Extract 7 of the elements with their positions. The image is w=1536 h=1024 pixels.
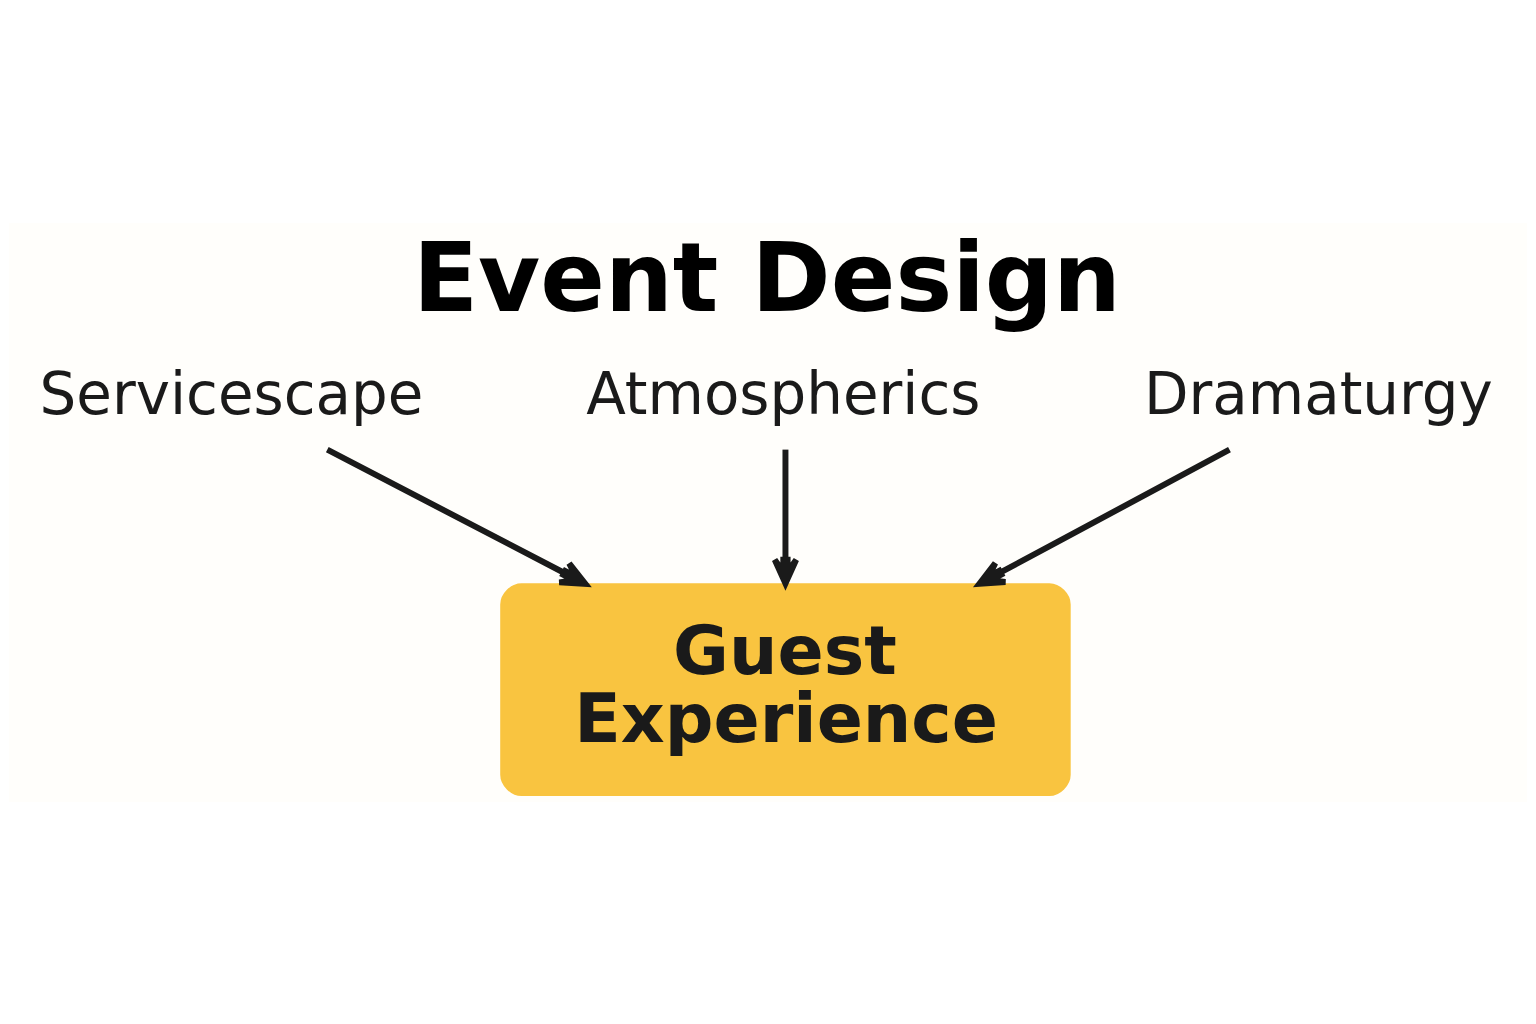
arrow bbox=[976, 446, 1231, 587]
node-box: Guest Experience bbox=[500, 582, 1071, 796]
node-text: Servicescape bbox=[39, 359, 424, 428]
node-text: Atmospherics bbox=[586, 359, 981, 428]
node-text: Dramaturgy bbox=[1143, 359, 1493, 428]
arrow bbox=[325, 446, 589, 587]
diagram-title: Event Design bbox=[412, 221, 1122, 333]
